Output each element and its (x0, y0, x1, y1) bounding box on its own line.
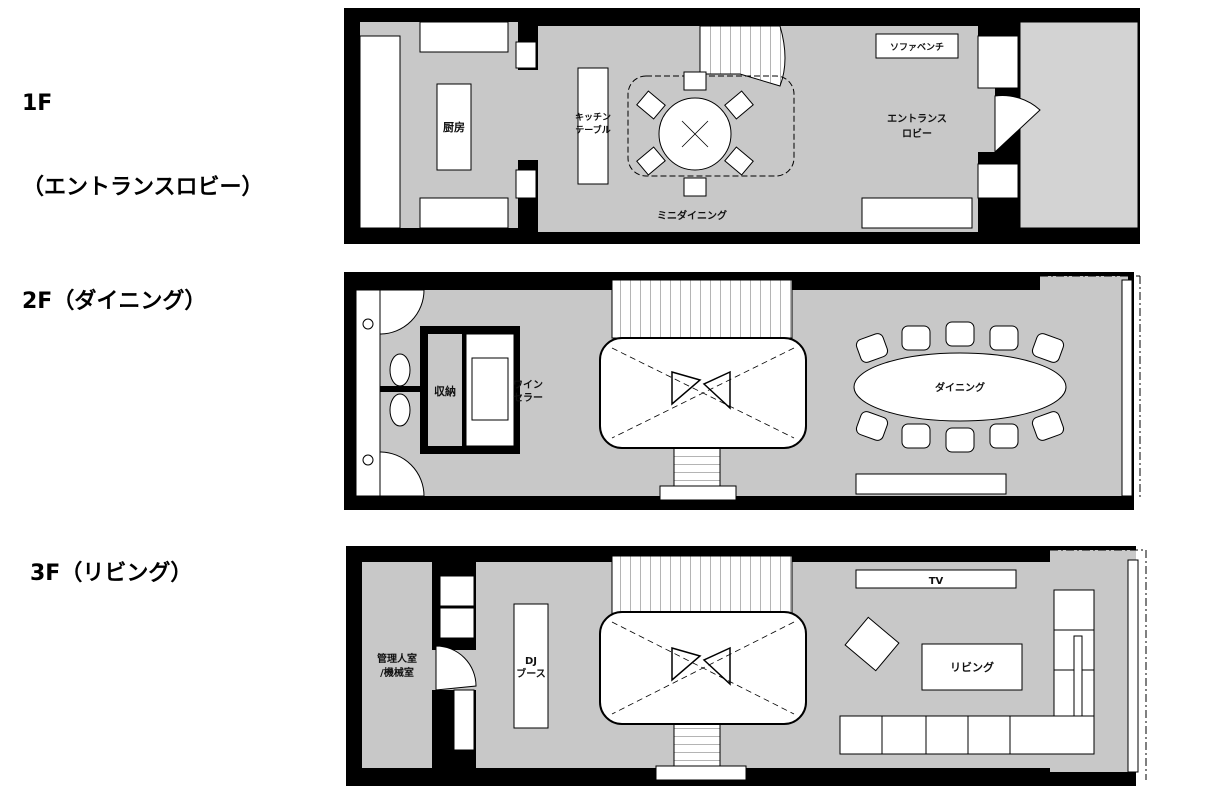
toilet-icon (389, 393, 411, 427)
storage-room (428, 334, 462, 446)
round-dining-table (636, 71, 754, 197)
room-mgmt-label-1: 管理人室 (377, 652, 417, 665)
tv-label: TV (929, 576, 944, 587)
floor-1-plan: 厨房 キッチン テーブル ミニダイニング ソファベンチ エントランス ロビー (344, 8, 1140, 244)
floor-2-label: 2F（ダイニング） (22, 289, 207, 314)
floor-3-label: 3F（リビング） (30, 561, 193, 586)
kitchen-counter (359, 35, 401, 229)
floor-1-label-line2: （エントランスロビー） (22, 175, 264, 200)
coffee-table (921, 643, 1023, 691)
room-mgmt-label-2: /機械室 (380, 666, 414, 679)
floor-2-plan: 収納 ワイン セラー ダイニング (344, 272, 1141, 510)
tv (855, 569, 1017, 589)
door-icon (379, 451, 425, 497)
room-wine-label-2: セラー (513, 392, 543, 404)
staircase-2f (611, 279, 793, 339)
room-living-label: リビング (950, 660, 994, 674)
door-icon (379, 289, 425, 335)
room-wine-label-1: ワイン (513, 379, 543, 391)
kitchen-table (577, 67, 609, 185)
sofa-bench-label: ソファベンチ (890, 42, 944, 53)
floor-3-plan: 管理人室 /機械室 DJ ブース TV リビング (346, 546, 1147, 786)
kitchen-island (436, 83, 472, 171)
kitchen-table-label-1: キッチン (575, 112, 611, 123)
room-dj-label-2: ブース (516, 667, 546, 680)
chandelier-icon (671, 646, 731, 686)
management-room (362, 562, 432, 768)
armchair (844, 616, 900, 672)
toilet-icon (389, 353, 411, 387)
room-entrance-label-1: エントランス (887, 113, 947, 125)
kitchen-table-label-2: テーブル (575, 124, 610, 136)
staircase-3f (611, 555, 793, 615)
l-sofa (839, 589, 1095, 755)
dining-table (853, 321, 1067, 453)
room-dining-label: ダイニング (935, 381, 985, 394)
staircase-1f (699, 25, 786, 87)
room-entrance-label-2: ロビー (902, 127, 932, 140)
room-storage-label: 収納 (434, 384, 456, 398)
floor-1-label: 1F （エントランスロビー） (22, 34, 264, 230)
entrance-door-icon (994, 95, 1041, 154)
dj-booth (513, 603, 549, 729)
room-kitchen-label: 厨房 (443, 120, 465, 134)
chandelier-icon (671, 370, 731, 410)
room-mini-dining-label: ミニダイニング (657, 209, 727, 222)
floor-1-label-line1: 1F (22, 91, 53, 116)
sofa-bench (875, 33, 959, 59)
door-icon (435, 645, 477, 691)
room-dj-label-1: DJ (525, 656, 537, 667)
entrance-exterior (1020, 22, 1138, 228)
